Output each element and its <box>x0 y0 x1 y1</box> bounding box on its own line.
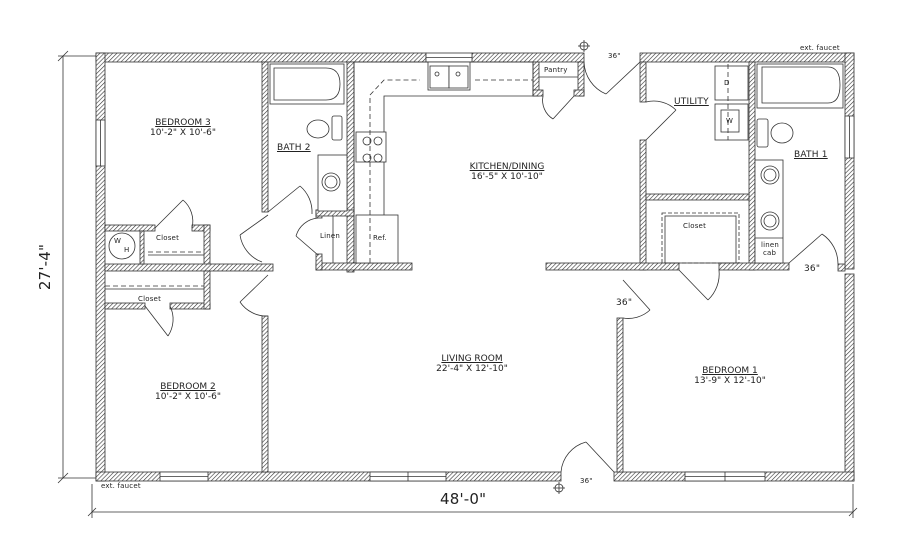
room-dimensions: 13'-9" X 12'-10" <box>694 376 766 386</box>
closet-label-bedroom-1: Closet <box>683 222 707 230</box>
room-dimensions: 10'-2" X 10'-6" <box>150 128 216 138</box>
interior-walls <box>104 61 846 473</box>
linen-cab-label-line1: linen <box>761 241 780 249</box>
room-name-bath-2: BATH 2 <box>277 143 311 153</box>
room-name-bath-1: BATH 1 <box>794 150 828 160</box>
fixtures <box>108 61 844 264</box>
washer-label: W <box>726 117 734 125</box>
room-dimensions: 16'-5" X 10'-10" <box>471 172 543 182</box>
overall-depth-dimension: 27'-4" <box>36 243 55 291</box>
ext-faucet-label-top: ext. faucet <box>800 44 840 52</box>
door-size-front-bottom: 36" <box>580 477 593 485</box>
linen-cab-label-line2: cab <box>763 249 777 257</box>
room-living: LIVING ROOM 22'-4" X 12'-10" <box>436 354 508 374</box>
windows <box>95 52 855 482</box>
dimension-lines <box>57 50 858 518</box>
refrigerator-label: Ref. <box>373 234 387 242</box>
room-dimensions: 10'-2" X 10'-6" <box>155 392 221 402</box>
door-size-front-top: 36" <box>608 52 621 60</box>
pantry-label: Pantry <box>544 66 568 74</box>
room-name: KITCHEN/DINING <box>469 162 545 172</box>
overall-width-dimension: 48'-0" <box>440 490 487 508</box>
room-name: BEDROOM 2 <box>160 382 216 392</box>
room-bedroom-2: BEDROOM 2 10'-2" X 10'-6" <box>155 382 221 402</box>
closet-label-bedroom-3: Closet <box>156 234 180 242</box>
doors <box>144 61 839 473</box>
room-kitchen-dining: KITCHEN/DINING 16'-5" X 10'-10" <box>470 162 545 182</box>
exterior-light-icons <box>553 40 590 494</box>
door-size-bedroom-1: 36" <box>616 298 633 308</box>
water-heater-h-label: H <box>124 246 130 254</box>
water-heater-w-label: W <box>114 237 122 245</box>
room-dimensions: 22'-4" X 12'-10" <box>436 364 508 374</box>
door-size-bath-1: 36" <box>804 264 821 274</box>
room-bedroom-3: BEDROOM 3 10'-2" X 10'-6" <box>150 118 216 138</box>
room-bedroom-1: BEDROOM 1 13'-9" X 12'-10" <box>694 366 766 386</box>
dryer-label: D <box>724 79 730 87</box>
room-name: BEDROOM 3 <box>155 118 211 128</box>
linen-closet-label: Linen <box>320 232 341 240</box>
closet-label-bedroom-2: Closet <box>138 295 162 303</box>
room-name: LIVING ROOM <box>441 354 503 364</box>
dashed-lines <box>105 64 729 287</box>
room-name-utility: UTILITY <box>674 97 709 107</box>
room-name: BEDROOM 1 <box>702 366 758 376</box>
ext-faucet-label-bottom: ext. faucet <box>101 482 141 490</box>
